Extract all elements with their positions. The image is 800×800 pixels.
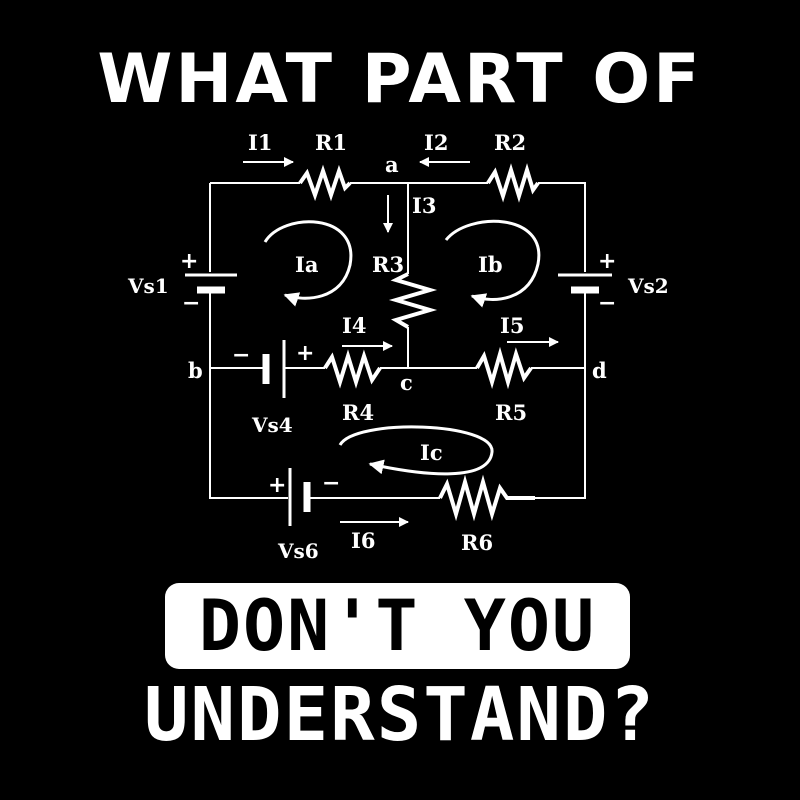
resistor-r3 [388, 272, 438, 329]
headline-pill-text: DON'T YOU [198, 585, 597, 667]
resistor-r2 [486, 163, 540, 203]
label-vs1: Vs1 [127, 274, 169, 298]
label-r4: R4 [342, 400, 374, 425]
label-i6: I6 [351, 528, 375, 553]
label-vs2: Vs2 [627, 274, 669, 298]
vs6-minus: − [322, 471, 340, 496]
source-vs1 [185, 273, 237, 294]
resistor-r6 [438, 474, 535, 522]
label-r3: R3 [372, 252, 404, 277]
vs6-plus: + [268, 473, 286, 498]
label-i4: I4 [342, 313, 366, 338]
node-b: b [188, 358, 203, 383]
loop-ib [444, 219, 541, 308]
headline-top: WHAT PART OF [97, 40, 703, 119]
label-i2: I2 [424, 130, 448, 155]
source-vs4 [262, 340, 286, 398]
vs4-minus: − [232, 343, 250, 368]
vs4-plus: + [296, 341, 314, 366]
label-ic: Ic [420, 440, 443, 465]
source-vs6 [288, 468, 311, 526]
label-i3: I3 [412, 193, 436, 218]
label-r2: R2 [494, 130, 526, 155]
label-i1: I1 [248, 130, 272, 155]
resistor-r1 [298, 164, 352, 202]
node-c: c [400, 370, 413, 395]
node-a: a [385, 152, 399, 177]
label-r6: R6 [461, 530, 493, 555]
label-vs6: Vs6 [277, 539, 319, 563]
label-vs4: Vs4 [251, 413, 293, 437]
label-ib: Ib [478, 252, 503, 277]
vs1-plus: + [180, 249, 198, 274]
headline-pill: DON'T YOU [165, 583, 630, 669]
loop-ic [338, 425, 494, 476]
label-ia: Ia [295, 252, 319, 277]
vs1-minus: − [182, 291, 200, 316]
label-r5: R5 [495, 400, 527, 425]
circuit-wires [209, 182, 586, 499]
resistor-r4 [323, 349, 382, 389]
vs2-minus: − [598, 291, 616, 316]
node-d: d [592, 358, 607, 383]
resistor-r5 [475, 346, 533, 390]
vs2-plus: + [598, 249, 616, 274]
loop-ia [263, 220, 353, 307]
headline-bottom: UNDERSTAND? [143, 672, 657, 758]
label-i5: I5 [500, 313, 524, 338]
label-r1: R1 [315, 130, 347, 155]
source-vs2 [558, 273, 612, 294]
